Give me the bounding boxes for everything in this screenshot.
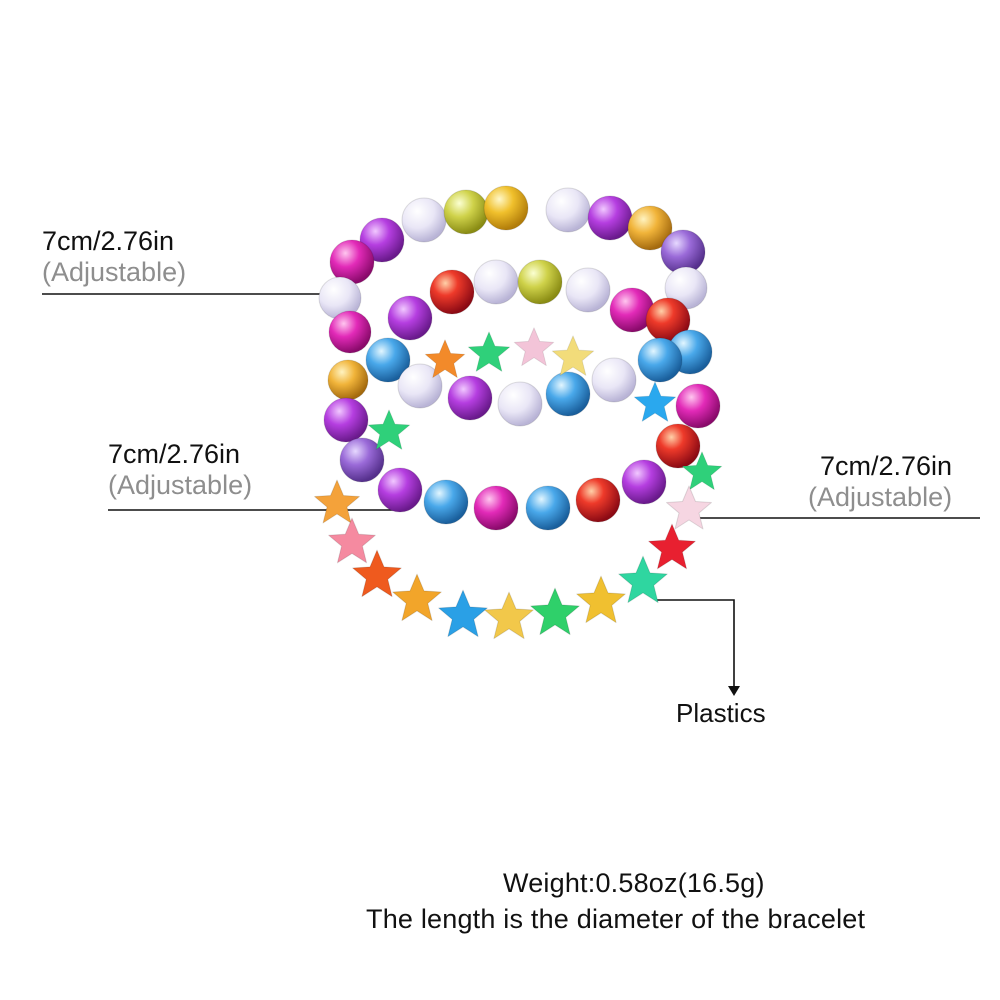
bracelet-top bbox=[318, 185, 708, 354]
arrowhead-icon bbox=[728, 686, 740, 696]
size-label-top: 7cm/2.76in (Adjustable) bbox=[42, 228, 186, 286]
size-label-middle: 7cm/2.76in (Adjustable) bbox=[108, 441, 252, 499]
size-label-top-value: 7cm/2.76in bbox=[42, 226, 175, 256]
material-label: Plastics bbox=[676, 698, 766, 728]
weight-text: Weight:0.58oz(16.5g) bbox=[503, 868, 765, 898]
size-label-right-note: (Adjustable) bbox=[808, 482, 953, 512]
bracelet-third bbox=[323, 383, 721, 531]
size-label-top-note: (Adjustable) bbox=[42, 257, 187, 287]
diameter-note: The length is the diameter of the bracel… bbox=[366, 904, 866, 934]
bracelet-second bbox=[327, 259, 713, 427]
size-label-right: 7cm/2.76in (Adjustable) bbox=[808, 453, 952, 511]
size-label-middle-value: 7cm/2.76in bbox=[108, 439, 241, 469]
leader-lines bbox=[42, 293, 980, 688]
size-label-middle-note: (Adjustable) bbox=[108, 470, 253, 500]
leader-line-plastics bbox=[656, 599, 735, 688]
size-label-right-value: 7cm/2.76in bbox=[820, 451, 953, 481]
